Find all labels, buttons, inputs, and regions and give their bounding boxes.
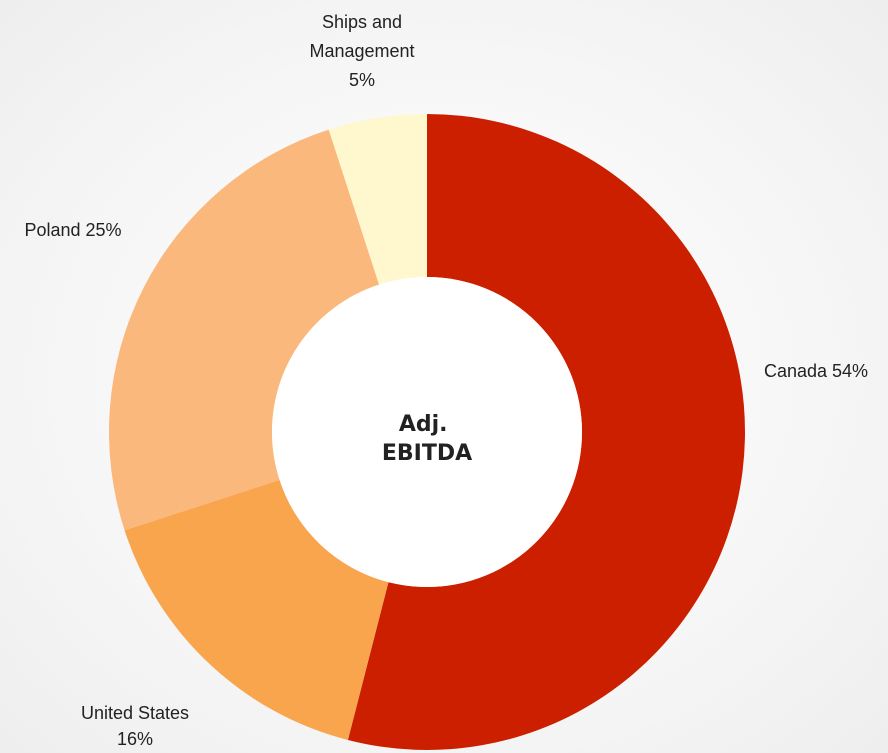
slice-united-states [124,479,389,741]
label-united-states: United States 16% [81,703,189,749]
label-canada: Canada 54% [764,361,868,381]
center-label-line-1: Adj. [399,412,448,437]
donut-hole [272,277,582,587]
label-ships-and-management-line-1: Ships and [322,12,402,32]
label-poland-line-1: Poland 25% [24,220,121,240]
slice-canada [347,114,745,750]
label-poland: Poland 25% [24,220,121,240]
center-label: Adj. EBITDA [382,412,472,466]
slice-poland [108,129,380,531]
label-ships-and-management-line-2: Management [309,41,414,61]
label-united-states-line-2: 16% [117,729,153,749]
labels-group: Canada 54% United States 16% Poland 25% Ship… [24,12,868,749]
slices-group [108,114,745,750]
slice-ships-and-management [328,114,427,285]
center-label-line-2: EBITDA [382,441,472,466]
label-canada-line-1: Canada 54% [764,361,868,381]
label-united-states-line-1: United States [81,703,189,723]
label-ships-and-management-line-3: 5% [349,70,375,90]
